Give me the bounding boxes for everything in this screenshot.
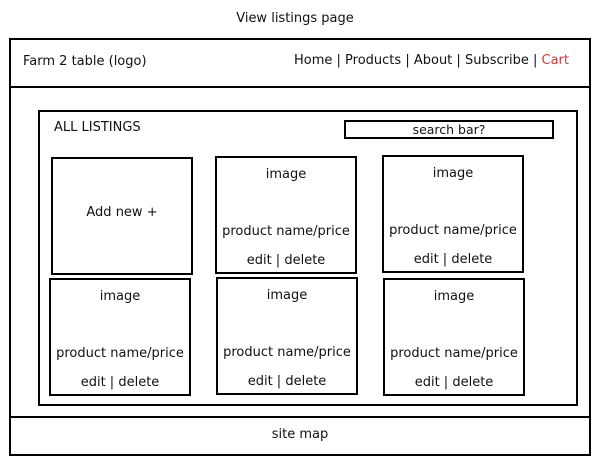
main-nav: Home | Products | About | Subscribe | Ca… <box>294 53 569 68</box>
product-image: image <box>266 288 308 303</box>
site-frame: Farm 2 table (logo) Home | Products | Ab… <box>9 38 591 456</box>
nav-about[interactable]: About <box>413 53 453 68</box>
product-name-price: product name/price <box>389 223 517 238</box>
nav-separator: | <box>336 53 341 68</box>
product-image: image <box>433 289 475 304</box>
nav-home[interactable]: Home <box>293 53 333 68</box>
card-actions: edit | delete <box>247 374 327 389</box>
delete-link[interactable]: delete <box>118 375 160 390</box>
edit-link[interactable]: edit <box>413 252 439 267</box>
edit-link[interactable]: edit <box>246 253 272 268</box>
nav-subscribe[interactable]: Subscribe <box>464 53 529 68</box>
edit-link[interactable]: edit <box>414 375 440 390</box>
card-actions: edit | delete <box>246 253 326 268</box>
delete-link[interactable]: delete <box>452 375 494 390</box>
product-image: image <box>432 166 474 181</box>
delete-link[interactable]: delete <box>284 253 326 268</box>
listing-card: image product name/price edit | delete <box>215 156 357 274</box>
listing-card: image product name/price edit | delete <box>383 278 525 396</box>
nav-products[interactable]: Products <box>345 53 402 68</box>
product-image: image <box>99 289 141 304</box>
listings-title: ALL LISTINGS <box>54 120 141 135</box>
listing-card: image product name/price edit | delete <box>49 278 191 396</box>
site-map-link[interactable]: site map <box>271 427 329 442</box>
header: Farm 2 table (logo) Home | Products | Ab… <box>11 40 589 88</box>
footer: site map <box>11 416 589 454</box>
card-actions: edit | delete <box>413 252 493 267</box>
page-title: View listings page <box>236 11 354 26</box>
listing-card: image product name/price edit | delete <box>382 155 524 273</box>
product-image: image <box>265 167 307 182</box>
search-input[interactable]: search bar? <box>344 120 554 139</box>
product-name-price: product name/price <box>222 224 350 239</box>
nav-separator: | <box>405 53 410 68</box>
nav-cart[interactable]: Cart <box>541 53 570 68</box>
logo[interactable]: Farm 2 table (logo) <box>23 54 147 69</box>
nav-separator: | <box>456 53 461 68</box>
delete-link[interactable]: delete <box>285 374 327 389</box>
add-new-card[interactable]: Add new + <box>51 157 193 275</box>
product-name-price: product name/price <box>223 345 351 360</box>
edit-link[interactable]: edit <box>80 375 106 390</box>
nav-separator: | <box>532 53 538 68</box>
listing-card: image product name/price edit | delete <box>216 277 358 395</box>
product-name-price: product name/price <box>390 346 518 361</box>
listings-panel: ALL LISTINGS search bar? Add new + image… <box>38 110 578 406</box>
card-actions: edit | delete <box>414 375 494 390</box>
delete-link[interactable]: delete <box>451 252 493 267</box>
card-actions: edit | delete <box>80 375 160 390</box>
product-name-price: product name/price <box>56 346 184 361</box>
edit-link[interactable]: edit <box>247 374 273 389</box>
add-new-label: Add new + <box>86 205 158 220</box>
